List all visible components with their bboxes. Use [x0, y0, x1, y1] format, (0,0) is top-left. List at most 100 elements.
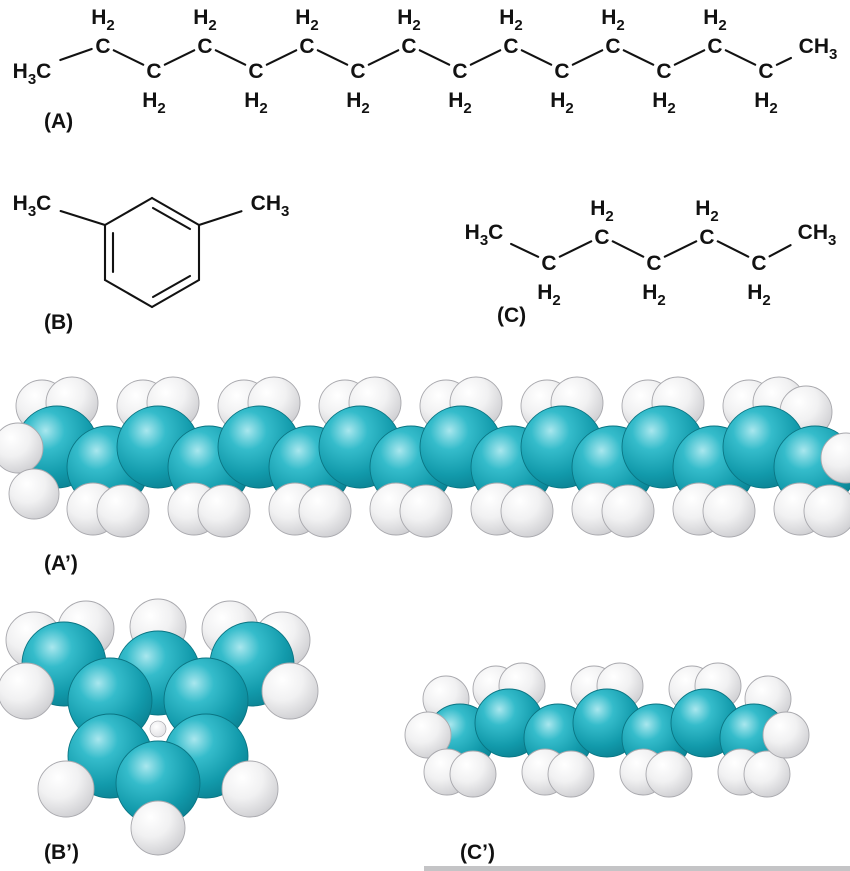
h2-label: H2: [346, 89, 370, 117]
atom-label: C: [146, 60, 161, 83]
bond-line: [611, 240, 645, 258]
panel-label-A: (A): [44, 110, 73, 133]
bond-line: [265, 49, 298, 66]
bond-line: [724, 49, 757, 66]
atom-label: C: [758, 60, 773, 83]
bond-line: [112, 49, 145, 66]
h2-label: H2: [499, 6, 523, 34]
h2-label: H2: [448, 89, 472, 117]
bond-line: [103, 196, 154, 227]
atom-label: C: [751, 252, 766, 275]
bond-line: [316, 49, 349, 66]
panel-label-B-prime: (B’): [44, 841, 79, 864]
h2-label: H2: [295, 6, 319, 34]
bond-line: [163, 49, 196, 66]
atom-label: C: [197, 35, 212, 58]
double-bond-inner-line: [151, 274, 192, 299]
atom-label: C: [656, 60, 671, 83]
bond-line: [197, 210, 243, 227]
panel-labels: (A) (B) (C) (A’) (B’) (C’): [44, 110, 526, 864]
atom-label: H3C: [465, 221, 504, 249]
hydrogen-sphere: [8, 468, 60, 520]
hydrogen-sphere: [0, 662, 55, 720]
bond-line: [510, 242, 540, 258]
atom-label: C: [350, 60, 365, 83]
hydrogen-sphere: [702, 484, 756, 538]
bond-line: [622, 49, 655, 66]
atom-label: C: [95, 35, 110, 58]
bond-line: [775, 56, 793, 66]
h2-label: H2: [652, 89, 676, 117]
skeletal-structure-A: H3CCH2CH2CH2CH2CH2CH2CH2CH2CH2CH2CH2CH2C…: [13, 6, 838, 117]
h2-label: H2: [747, 281, 771, 309]
bond-line: [150, 278, 201, 309]
h2-label: H2: [550, 89, 574, 117]
panel-label-C: (C): [497, 304, 526, 327]
atom-label: CH3: [799, 35, 838, 63]
h2-label: H2: [91, 6, 115, 34]
h2-label: H2: [642, 281, 666, 309]
spacefill-model-Bp: [0, 598, 319, 856]
hydrogen-sphere: [0, 422, 44, 474]
hydrogen-sphere: [404, 711, 452, 759]
bond-line: [768, 244, 792, 258]
spacefill-model-Ap: [0, 376, 850, 538]
atom-label: C: [699, 226, 714, 249]
hydrogen-sphere: [743, 750, 791, 798]
hydrogen-sphere: [130, 800, 186, 856]
hydrogen-sphere: [221, 760, 279, 818]
h2-label: H2: [703, 6, 727, 34]
atom-label: C: [248, 60, 263, 83]
hydrogen-sphere: [547, 750, 595, 798]
hydrogen-sphere: [96, 484, 150, 538]
skeletal-structures: H3CCH2CH2CH2CH2CH2CH2CH2CH2CH2CH2CH2CH2C…: [13, 6, 838, 309]
bond-line: [150, 196, 201, 227]
atom-label: C: [707, 35, 722, 58]
atom-label: H3C: [13, 192, 52, 220]
h2-label: H2: [590, 197, 614, 225]
bond-line: [663, 240, 698, 258]
h2-label: H2: [601, 6, 625, 34]
hydrogen-sphere: [645, 750, 693, 798]
hydrogen-sphere: [762, 711, 810, 759]
bond-line: [520, 49, 553, 66]
atom-label: C: [554, 60, 569, 83]
bond-line: [214, 49, 247, 66]
bond-line: [673, 49, 706, 66]
page-edge-artifact: [424, 866, 850, 871]
h2-label: H2: [244, 89, 268, 117]
hydrogen-sphere: [298, 484, 352, 538]
ring-hole: [149, 720, 167, 738]
h2-label: H2: [754, 89, 778, 117]
bond-line: [716, 240, 750, 258]
atom-label: CH3: [251, 192, 290, 220]
atom-label: C: [299, 35, 314, 58]
atom-label: C: [594, 226, 609, 249]
hydrogen-sphere: [197, 484, 251, 538]
hydrogen-sphere: [449, 750, 497, 798]
panel-label-C-prime: (C’): [460, 841, 495, 864]
atom-label: C: [452, 60, 467, 83]
atom-label: CH3: [798, 221, 837, 249]
panel-label-B: (B): [44, 311, 73, 334]
h2-label: H2: [142, 89, 166, 117]
bond-line: [558, 240, 593, 258]
atom-label: H3C: [13, 60, 52, 88]
spacefill-models: [0, 376, 850, 856]
atom-label: C: [605, 35, 620, 58]
bond-line: [59, 209, 107, 227]
hydrogen-sphere: [399, 484, 453, 538]
hydrogen-sphere: [37, 760, 95, 818]
h2-label: H2: [695, 197, 719, 225]
hydrogen-sphere: [500, 484, 554, 538]
bond-line: [469, 49, 502, 66]
atom-label: C: [401, 35, 416, 58]
bond-line: [59, 47, 93, 62]
h2-label: H2: [193, 6, 217, 34]
h2-label: H2: [537, 281, 561, 309]
bond-line: [103, 278, 154, 309]
hydrogen-sphere: [820, 432, 850, 484]
